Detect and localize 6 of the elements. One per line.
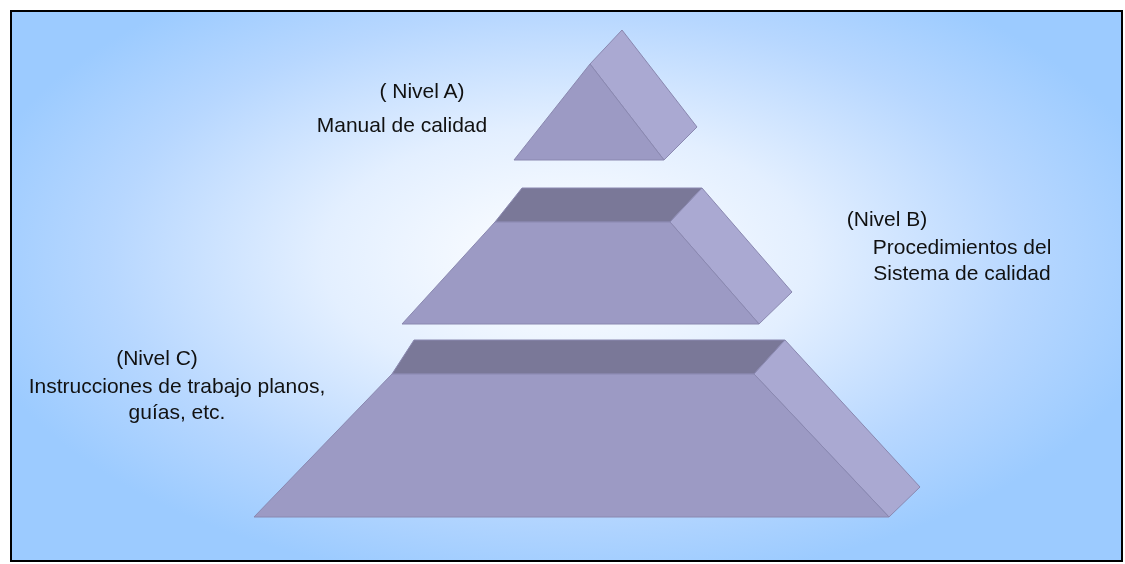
level-description: Manual de calidad [315,112,489,138]
level-heading: (Nivel B) [845,206,929,232]
level-heading: ( Nivel A) [378,78,466,104]
level-description: Procedimientos del Sistema de calidad [871,234,1053,286]
level-description: Instrucciones de trabajo planos, guías, etc. [27,373,327,425]
level-heading: (Nivel C) [115,345,199,371]
